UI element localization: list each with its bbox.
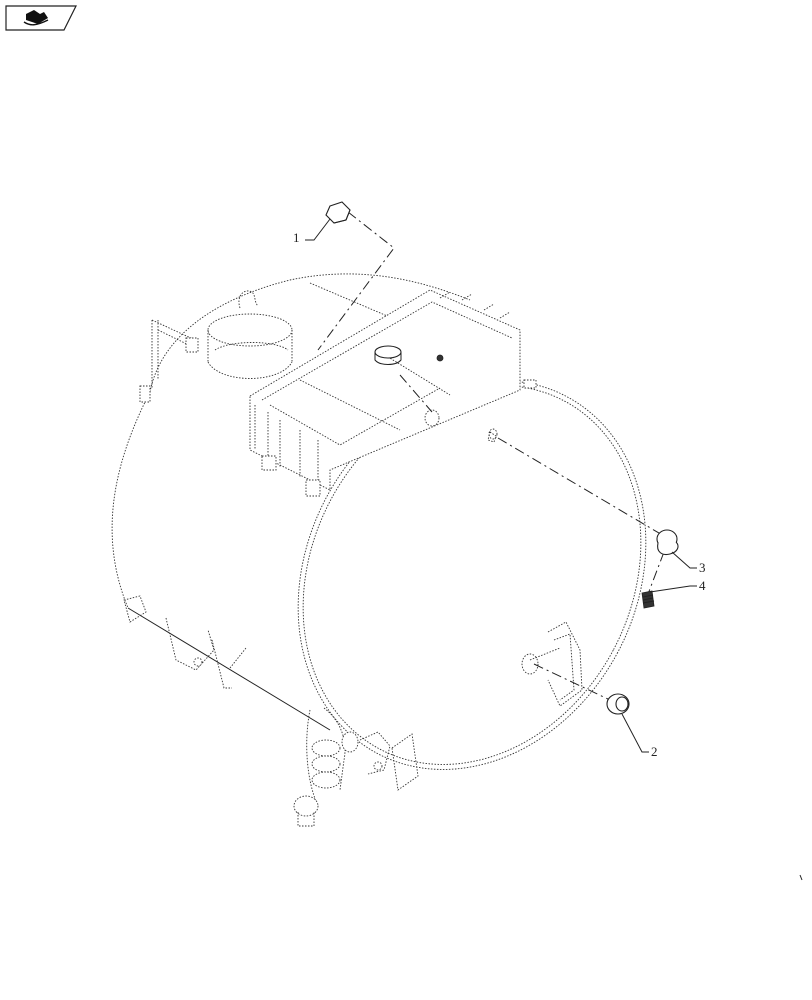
top-console <box>249 289 537 497</box>
callout-2[interactable]: 2 <box>651 744 658 759</box>
leader-4 <box>649 585 697 593</box>
callout-3[interactable]: 3 <box>699 560 706 575</box>
lift-hook <box>238 290 259 309</box>
part-2-cap-nut[interactable] <box>606 693 630 715</box>
return-to-index-icon[interactable] <box>4 4 78 32</box>
fill-well <box>207 313 293 379</box>
left-bracket <box>139 319 199 403</box>
right-bracket <box>521 621 583 707</box>
lower-supports <box>123 595 247 689</box>
part-4-nipple[interactable] <box>641 590 655 609</box>
page-mark <box>799 874 803 881</box>
tray-bung <box>424 409 440 427</box>
part-1-hex-plug[interactable] <box>325 201 351 224</box>
callout-4[interactable]: 4 <box>699 578 706 593</box>
leader-3 <box>671 551 697 569</box>
leader-1 <box>305 218 331 241</box>
callout-1[interactable]: 1 <box>293 230 300 245</box>
leader-2 <box>621 713 649 753</box>
explosion-lines <box>317 211 665 701</box>
valve-cluster <box>293 707 419 827</box>
part-3-elbow[interactable] <box>656 529 679 556</box>
